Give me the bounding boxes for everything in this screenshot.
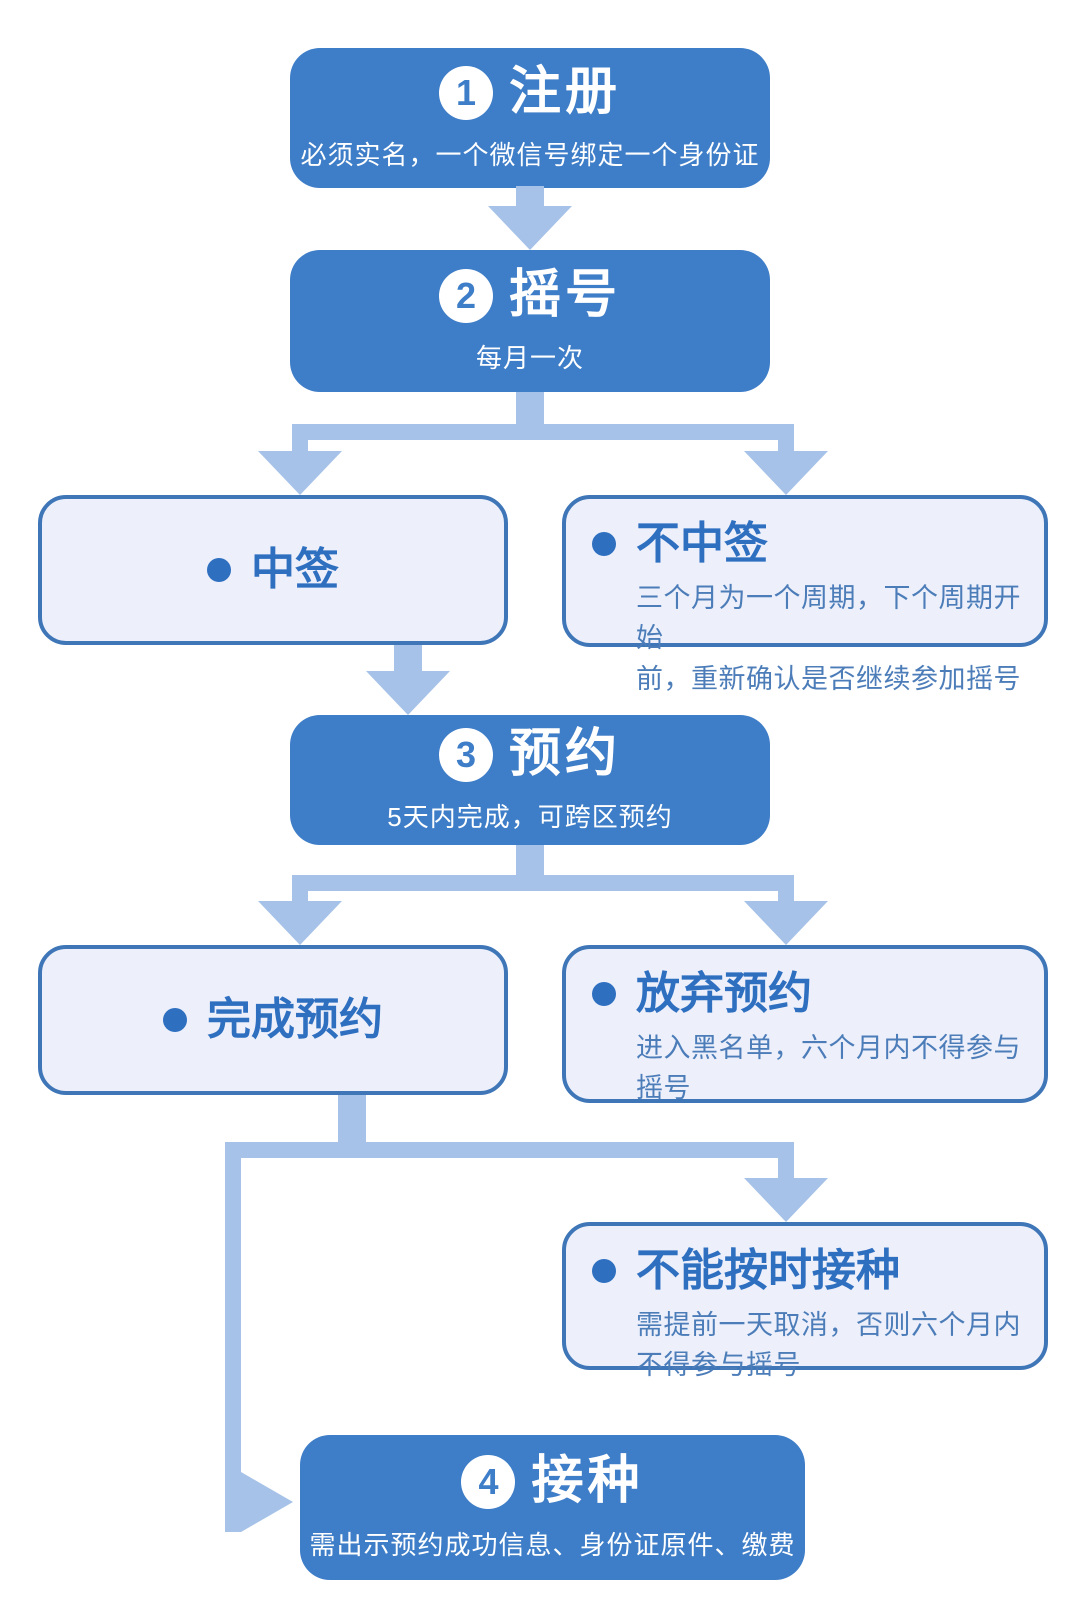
- step-title: 注册: [508, 62, 621, 121]
- node-step-lottery: 2 摇号 每月一次: [290, 250, 770, 392]
- node-outcome-booked: 完成预约: [38, 945, 508, 1095]
- arrow-down-icon: [488, 206, 572, 250]
- bullet-icon: [592, 982, 616, 1007]
- node-step-reserve: 3 预约 5天内完成，可跨区预约: [290, 715, 770, 845]
- connector-booked-right-drop: [778, 1158, 794, 1180]
- connector-reserve-left-drop: [292, 889, 308, 903]
- connector-reserve-branch-stem: [516, 845, 544, 877]
- node-step-register: 1 注册 必须实名，一个微信号绑定一个身份证: [290, 48, 770, 188]
- outcome-title: 完成预约: [207, 994, 383, 1044]
- connector-reserve-right-drop: [778, 889, 794, 903]
- arrow-down-icon: [258, 451, 342, 495]
- step-title-row: 1 注册: [438, 62, 621, 121]
- outcome-detail: 需提前一天取消，否则六个月内 不得参与摇号: [636, 1309, 1021, 1381]
- connector-reserve-branch-bar: [292, 875, 794, 891]
- step-1-number-icon: 1: [438, 65, 493, 120]
- outcome-title: 中签: [251, 544, 339, 594]
- step-subtitle: 必须实名，一个微信号绑定一个身份证: [300, 140, 760, 171]
- connector-lottery-right-drop: [778, 438, 794, 454]
- outcome-title: 不能按时接种: [636, 1246, 900, 1295]
- arrow-right-icon: [241, 1472, 293, 1532]
- step-number: 1: [455, 71, 476, 113]
- outcome-title-row: 不能按时接种: [592, 1246, 1032, 1297]
- bullet-icon: [592, 1259, 616, 1284]
- connector-booked-bar: [225, 1142, 794, 1158]
- step-title: 预约: [508, 724, 621, 783]
- arrow-down-icon: [366, 671, 450, 715]
- arrow-down-icon: [744, 451, 828, 495]
- outcome-title-row: 放弃预约: [592, 969, 1032, 1020]
- step-4-number-icon: 4: [461, 1455, 516, 1509]
- node-outcome-lose: 不中签 三个月为一个周期，下个周期开始 前，重新确认是否继续参加摇号: [562, 495, 1048, 694]
- connector-booked-left-line: [225, 1142, 241, 1532]
- node-outcome-miss: 不能按时接种 需提前一天取消，否则六个月内 不得参与摇号: [562, 1222, 1048, 1380]
- step-title-row: 4 接种: [461, 1453, 643, 1510]
- connector-win-reserve-stem: [394, 645, 422, 675]
- connector-lottery-branch-bar: [292, 424, 794, 440]
- node-outcome-win: 中签: [38, 495, 508, 645]
- step-number: 3: [455, 733, 476, 775]
- outcome-title: 不中签: [636, 519, 768, 568]
- outcome-title-row: 不中签: [592, 519, 1032, 570]
- step-2-number-icon: 2: [438, 268, 493, 323]
- connector-lottery-left-drop: [292, 438, 308, 454]
- outcome-detail: 三个月为一个周期，下个周期开始 前，重新确认是否继续参加摇号: [636, 582, 1021, 694]
- outcome-title-row: 完成预约: [163, 995, 383, 1046]
- arrow-down-icon: [744, 901, 828, 945]
- node-outcome-abandon: 放弃预约 进入黑名单，六个月内不得参与 摇号: [562, 945, 1048, 1103]
- step-3-number-icon: 3: [438, 727, 493, 782]
- arrow-down-icon: [258, 901, 342, 945]
- step-title: 接种: [531, 1452, 644, 1511]
- step-title-row: 3 预约: [438, 724, 621, 783]
- step-title: 摇号: [508, 265, 621, 324]
- step-subtitle: 5天内完成，可跨区预约: [387, 802, 673, 833]
- step-subtitle: 需出示预约成功信息、身份证原件、缴费: [309, 1529, 796, 1560]
- outcome-detail: 进入黑名单，六个月内不得参与 摇号: [636, 1032, 1021, 1104]
- connector-booked-stem: [338, 1095, 366, 1150]
- bullet-icon: [163, 1008, 187, 1032]
- step-number: 4: [478, 1461, 499, 1502]
- node-step-vaccinate: 4 接种 需出示预约成功信息、身份证原件、缴费: [300, 1435, 805, 1580]
- arrow-down-icon: [744, 1178, 828, 1222]
- bullet-icon: [592, 532, 616, 557]
- connector-lottery-branch-stem: [516, 392, 544, 426]
- outcome-title: 放弃预约: [636, 969, 812, 1018]
- outcome-title-row: 中签: [207, 545, 339, 596]
- step-title-row: 2 摇号: [438, 265, 621, 324]
- step-subtitle: 每月一次: [475, 343, 584, 374]
- bullet-icon: [207, 558, 231, 582]
- step-number: 2: [455, 274, 476, 316]
